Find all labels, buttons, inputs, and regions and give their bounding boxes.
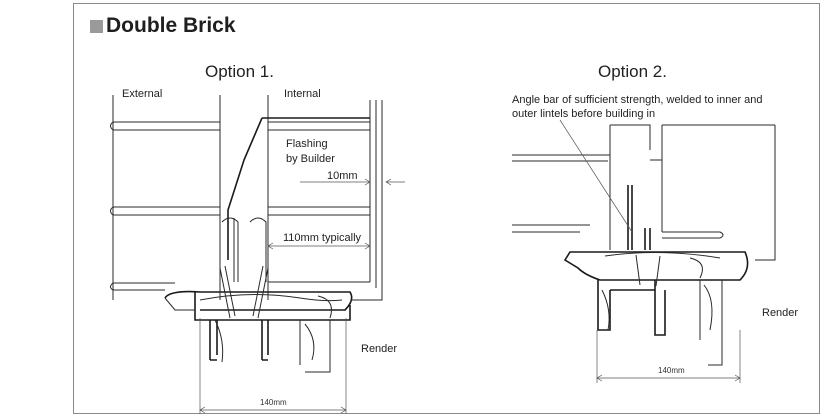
option1-dimensions xyxy=(199,178,405,414)
option2-note-line1: Angle bar of sufficient strength, welded… xyxy=(512,94,763,106)
section-heading: Double Brick xyxy=(90,14,236,38)
option1-flashing-label-1: Flashing xyxy=(286,138,328,150)
option1-flashing xyxy=(227,117,370,260)
heading-marker xyxy=(90,19,103,33)
option2-dimensions xyxy=(596,330,741,383)
option1-title: Option 1. xyxy=(205,62,274,81)
option2-angle-bar xyxy=(627,185,651,250)
option2-internal-brick xyxy=(650,124,776,261)
option1-typical-label: 110mm typically xyxy=(283,232,362,244)
heading-text: Double Brick xyxy=(106,14,236,37)
option2-external-brick xyxy=(512,124,651,250)
option2-title: Option 2. xyxy=(598,62,667,81)
figure-frame xyxy=(73,3,820,414)
option1-external-brick xyxy=(110,95,221,300)
option2-width-label: 140mm xyxy=(658,366,685,375)
option1-drawing xyxy=(110,95,405,414)
option1-width-label: 140mm xyxy=(260,398,287,407)
option1-external-label: External xyxy=(122,88,163,100)
option1-render-label: Render xyxy=(361,343,398,355)
option1-internal-label: Internal xyxy=(284,88,321,100)
option2-lintel xyxy=(563,251,749,366)
option2-render-label: Render xyxy=(762,307,799,319)
option2-note-line2: outer lintels before building in xyxy=(512,108,656,120)
option1-lintel xyxy=(164,265,353,373)
option2-drawing xyxy=(512,119,776,383)
option1-flashing-label-2: by Builder xyxy=(286,153,335,165)
option2-leader xyxy=(559,119,633,233)
option1-gap-label: 10mm xyxy=(327,170,358,182)
option1-internal-brick xyxy=(267,95,377,300)
